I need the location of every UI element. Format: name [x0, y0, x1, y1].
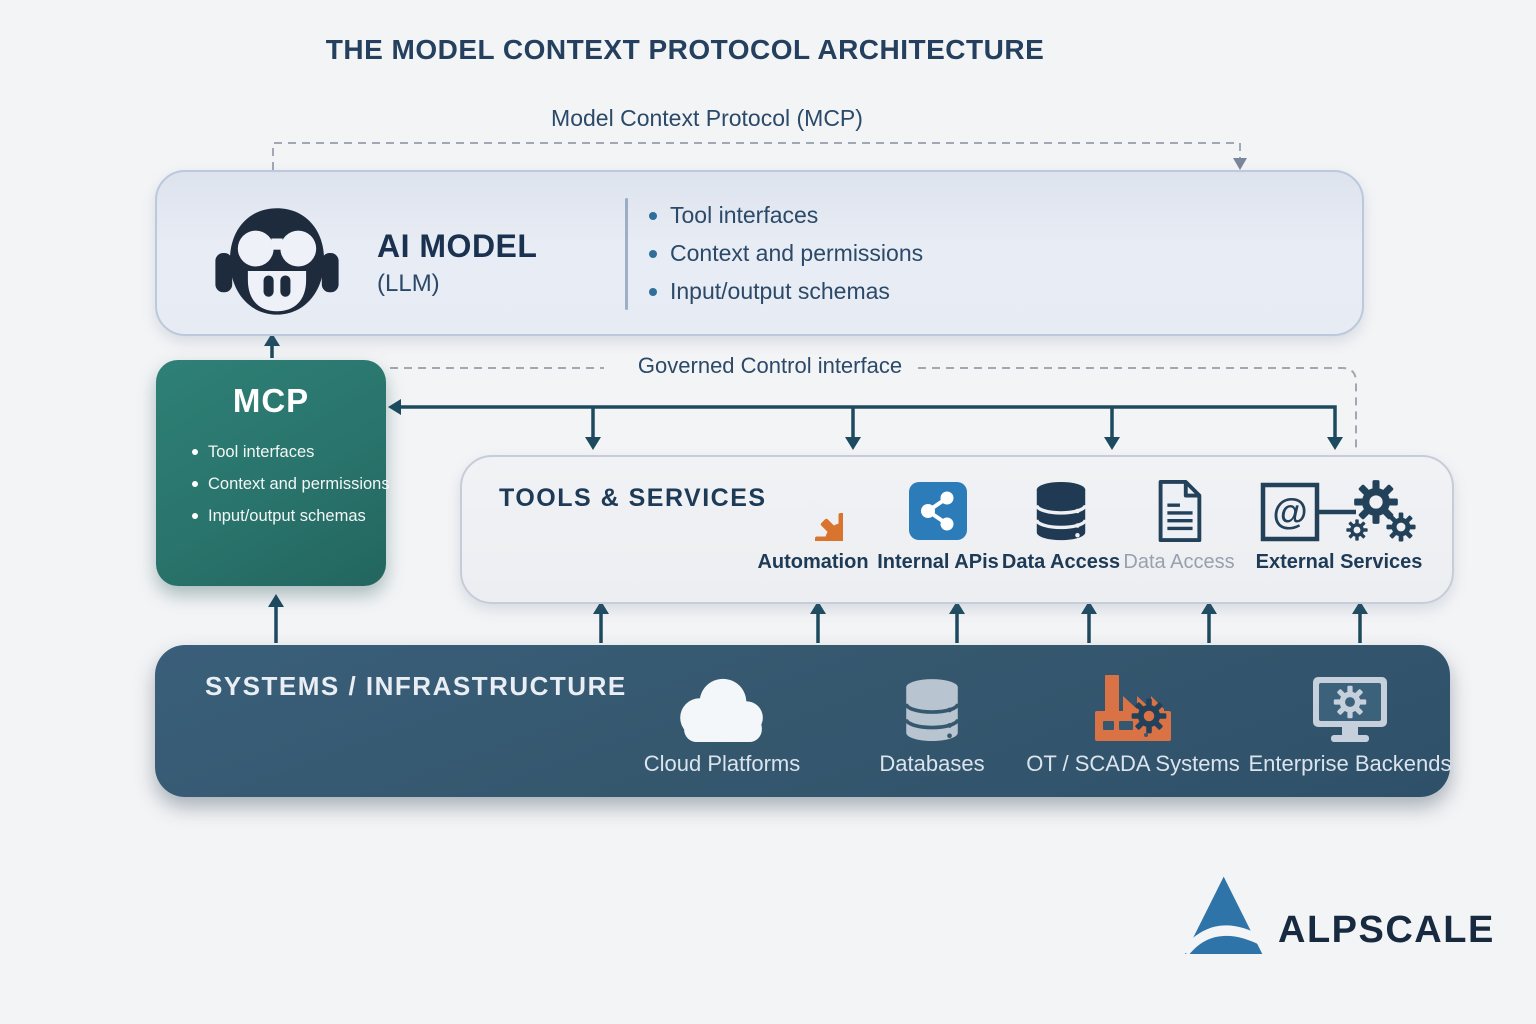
- mcp-protocol-dashed-line: [272, 142, 1241, 170]
- system-label: Cloud Platforms: [643, 751, 801, 776]
- at-gears-icon: @: [1260, 480, 1416, 542]
- factory-icon: [1095, 675, 1171, 741]
- bullet-text: Tool interfaces: [208, 443, 315, 461]
- bullet-text: Input/output schemas: [670, 278, 890, 304]
- robot-icon: [215, 208, 339, 315]
- system-item-databases: Databases: [847, 669, 1017, 777]
- governed-control-label: Governed Control interface: [637, 353, 903, 378]
- bullet-text: Context and permissions: [208, 475, 390, 493]
- tool-label: Data Access: [1001, 551, 1121, 573]
- tool-label: Internal APis: [877, 551, 999, 573]
- arrowhead-up: [264, 333, 280, 346]
- brand-logo-text: ALPSCALE: [1278, 908, 1495, 951]
- tool-item-external-services: @ External Services: [1239, 477, 1439, 574]
- bullet-dot: [192, 513, 198, 519]
- systems-infrastructure-title: SYSTEMS / INFRASTRUCTURE: [205, 671, 627, 701]
- bullet-item: Tool interfaces: [192, 436, 390, 468]
- mcp-protocol-label: Model Context Protocol (MCP): [551, 105, 863, 131]
- system-item-cloud-platforms: Cloud Platforms: [627, 669, 817, 777]
- tools-services-box: TOOLS & SERVICES Automation In: [460, 455, 1454, 604]
- share-nodes-icon: [909, 482, 967, 540]
- tool-label: External Services: [1255, 551, 1423, 573]
- governed-control-line: [401, 405, 1337, 437]
- database-icon: [904, 679, 960, 741]
- bullet-text: Context and permissions: [670, 240, 924, 266]
- bullet-item: Input/output schemas: [649, 272, 923, 310]
- ai-model-title: AI MODEL: [377, 228, 538, 264]
- bullet-text: Tool interfaces: [670, 202, 819, 228]
- system-label: Enterprise Backends: [1248, 751, 1452, 776]
- ai-model-subtitle: (LLM): [377, 270, 440, 297]
- tool-label: Data Access: [1123, 551, 1235, 573]
- system-label: Databases: [879, 751, 985, 776]
- brand-logo: ALPSCALE: [1180, 874, 1495, 960]
- bullet-item: Context and permissions: [192, 468, 390, 500]
- cloud-icon: [680, 678, 763, 743]
- monitor-gear-icon: [1313, 677, 1387, 742]
- tool-label: Automation: [757, 551, 869, 573]
- mcp-bullet-list: Tool interfaces Context and permissions …: [192, 436, 390, 532]
- tool-item-data-access-2: Data Access: [1104, 477, 1254, 574]
- system-label: OT / SCADA Systems: [1026, 751, 1240, 776]
- mcp-box: MCP Tool interfaces Context and permissi…: [156, 360, 390, 586]
- mcp-title: MCP: [232, 382, 310, 419]
- ai-model-box: AI MODEL (LLM) Tool interfaces Context a…: [155, 170, 1364, 336]
- bullet-dot: [649, 212, 657, 220]
- mountain-logo-icon: [1181, 876, 1264, 956]
- system-item-enterprise-backends: Enterprise Backends: [1230, 669, 1470, 777]
- bullet-item: Input/output schemas: [192, 500, 390, 532]
- bullet-dot: [192, 481, 198, 487]
- bullet-dot: [649, 288, 657, 296]
- bullet-dot: [192, 449, 198, 455]
- bullet-text: Input/output schemas: [208, 507, 366, 525]
- document-icon: [1158, 480, 1202, 542]
- system-item-ot-scada: OT / SCADA Systems: [1013, 669, 1253, 777]
- tools-services-title: TOOLS & SERVICES: [499, 484, 767, 512]
- tool-item-data-access: Data Access: [986, 477, 1136, 574]
- bullet-item: Context and permissions: [649, 234, 923, 272]
- arrowhead-left: [388, 399, 401, 415]
- divider: [625, 198, 628, 310]
- bullet-item: Tool interfaces: [649, 196, 923, 234]
- tool-item-internal-apis: Internal APis: [863, 477, 1013, 574]
- systems-infrastructure-box: SYSTEMS / INFRASTRUCTURE Cloud Platforms: [155, 645, 1452, 797]
- dashed-arrowhead-down: [1233, 158, 1247, 170]
- database-icon: [1035, 481, 1087, 541]
- page-title: THE MODEL CONTEXT PROTOCOL ARCHITECTURE: [325, 34, 1045, 65]
- tool-item-automation: Automation: [738, 477, 888, 574]
- svg-text:@: @: [1272, 491, 1307, 532]
- bullet-dot: [649, 250, 657, 258]
- gear-icon: [804, 502, 843, 541]
- ai-model-bullet-list: Tool interfaces Context and permissions …: [649, 196, 923, 310]
- governed-dashed-right: [918, 367, 1357, 449]
